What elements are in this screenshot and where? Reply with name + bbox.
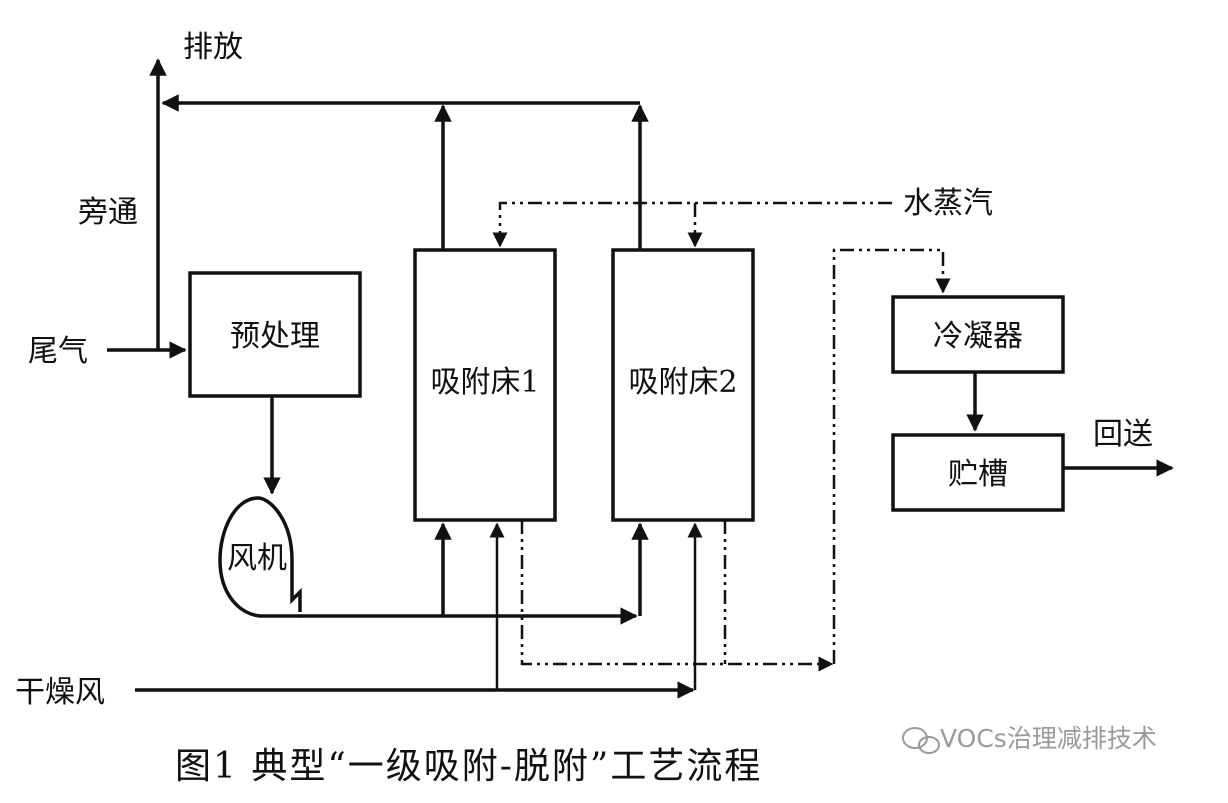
fan-label: 风机: [227, 541, 287, 576]
watermark-text: VOCs治理减排技术: [940, 724, 1157, 753]
bypass-label: 旁通: [78, 195, 138, 230]
condenser-label: 冷凝器: [933, 319, 1023, 354]
tank-label: 贮槽: [948, 457, 1008, 492]
adsorption-bed-2: [611, 248, 755, 522]
storage-tank-box: [891, 433, 1065, 512]
bed1-desorb-line: [520, 520, 834, 672]
bed2-label: 吸附床2: [628, 365, 737, 400]
fan-housing: [218, 496, 302, 618]
return-label: 回送: [1093, 417, 1153, 452]
dry-air-label: 干燥风: [15, 675, 105, 710]
steam-label: 水蒸汽: [903, 186, 993, 221]
tail-gas-label: 尾气: [28, 334, 88, 369]
exhaust-label: 排放: [183, 30, 243, 65]
bed1-label: 吸附床1: [430, 365, 539, 400]
desorb-to-condenser-arrow: [832, 248, 951, 664]
condenser-box: [891, 295, 1065, 374]
pretreatment-box: [188, 271, 362, 398]
wechat-icon: [902, 727, 940, 754]
pretreatment-label: 预处理: [230, 319, 320, 354]
figure-caption: 图1 典型“一级吸附-脱附”工艺流程: [175, 746, 762, 787]
steam-to-bed1-arrow: [492, 201, 892, 248]
adsorption-bed-1: [413, 248, 557, 522]
